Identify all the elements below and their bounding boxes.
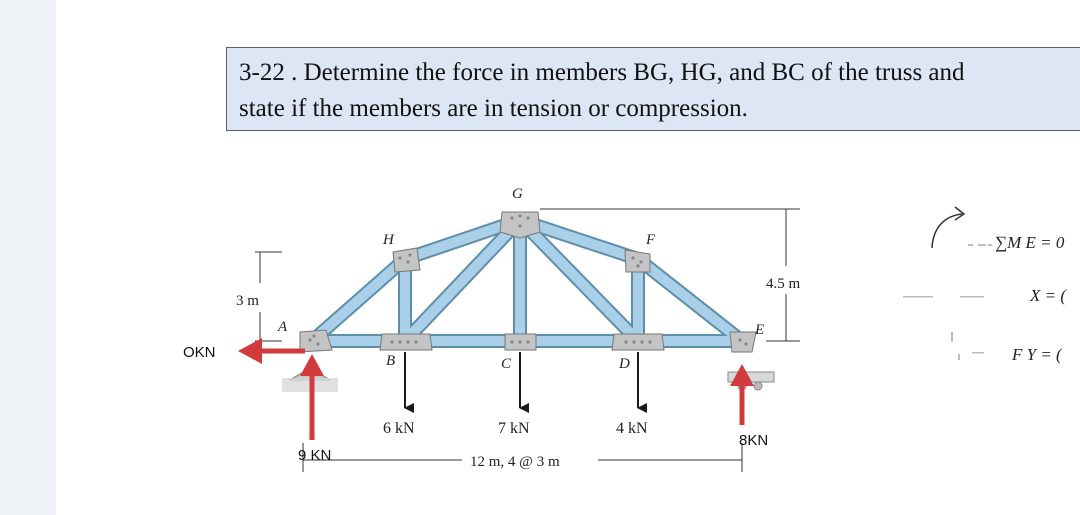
dimension-label-3m: 3 m bbox=[236, 293, 259, 309]
gusset-plates bbox=[299, 211, 757, 353]
gusset-d bbox=[611, 333, 665, 351]
reaction-vertical-a bbox=[300, 354, 324, 440]
gusset-f bbox=[624, 249, 651, 273]
member-gd bbox=[515, 215, 643, 346]
reaction-label-vertical-e: 8KN bbox=[739, 432, 768, 449]
joint-label-c: C bbox=[501, 356, 512, 372]
joint-label-d: D bbox=[618, 356, 630, 372]
rivet-dots bbox=[308, 214, 748, 346]
problem-line-1: 3-22 . Determine the force in members BG… bbox=[239, 59, 965, 86]
reaction-horizontal-a bbox=[238, 338, 305, 364]
faint-handwriting bbox=[903, 244, 992, 360]
reaction-vertical-e bbox=[730, 364, 754, 425]
gusset-h bbox=[392, 247, 421, 273]
gusset-e bbox=[729, 331, 757, 353]
dimension-label-4-5m: 4.5 m bbox=[766, 276, 801, 292]
equation-sum-x: X = ( bbox=[1029, 286, 1067, 305]
joint-label-b: B bbox=[386, 353, 395, 369]
moment-sign-icon bbox=[931, 206, 966, 249]
gusset-a bbox=[299, 329, 333, 353]
joint-label-a: A bbox=[277, 319, 288, 335]
load-label-d: 4 kN bbox=[616, 420, 648, 437]
applied-loads bbox=[404, 352, 647, 413]
member-ah bbox=[307, 254, 410, 346]
reaction-label-horizontal-a: OKN bbox=[183, 344, 216, 361]
member-bg bbox=[400, 215, 525, 346]
load-label-b: 6 kN bbox=[383, 420, 415, 437]
member-fe bbox=[633, 254, 747, 346]
equation-sum-y: F Y = ( bbox=[1011, 345, 1063, 364]
problem-line-2: state if the members are in tension or c… bbox=[239, 95, 748, 122]
joint-label-e: E bbox=[754, 322, 764, 338]
dimension-label-span: 12 m, 4 @ 3 m bbox=[470, 454, 560, 470]
equation-moment-e: ∑M E = 0 bbox=[995, 233, 1065, 252]
joint-label-f: F bbox=[645, 232, 656, 248]
load-label-c: 7 kN bbox=[498, 420, 530, 437]
reaction-label-vertical-a: 9 KN bbox=[298, 447, 331, 464]
dimension-right-height bbox=[540, 208, 800, 342]
left-margin-strip bbox=[0, 0, 56, 515]
problem-statement-box: 3-22 . Determine the force in members BG… bbox=[226, 47, 1080, 131]
dimension-span bbox=[302, 443, 743, 472]
joint-label-g: G bbox=[512, 186, 523, 202]
problem-statement: 3-22 . Determine the force in members BG… bbox=[239, 55, 1080, 127]
gusset-b bbox=[379, 333, 433, 351]
joint-label-h: H bbox=[382, 232, 395, 248]
